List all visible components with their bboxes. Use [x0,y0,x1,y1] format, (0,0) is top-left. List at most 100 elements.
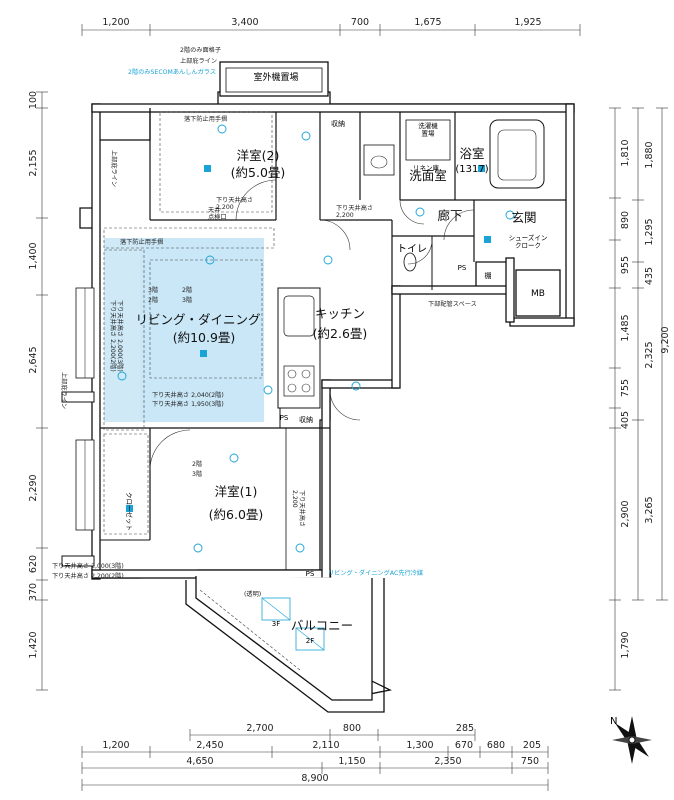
bottom-dimension-lines: 2,700 800 285 1,200 2,450 2,110 1,300 67… [81,723,549,791]
annotation-notes: 2階のみ面格子 上部庇ライン 2階のみSECOMあんしんガラス 落下防止用手摺 … [52,46,477,645]
dim-left-1: 100 [28,91,39,109]
dim-right-a-7: 2,900 [620,500,631,527]
western-room-2-name: 洋室(2) [237,148,280,163]
note-ceiling-2040: 下り天井高さ 2,040(2階) [152,391,224,399]
bathroom-size: (1317) [455,164,488,175]
cabinet-label: 棚 [485,271,492,280]
laundry-pan [405,119,451,161]
note-ceiling-2000: 下り天井高さ 2,000(3階)下り天井高さ 2,200(2階) [109,300,124,372]
note-upper-line-left-2: 上部庇ライン [60,372,68,409]
dim-right-a-1: 1,810 [620,139,631,166]
entrance-name: 玄関 [511,210,536,225]
dim-bottom2-7: 205 [523,740,541,751]
living-dining-name: リビング・ダイニング [135,312,260,327]
left-dimension-line: 100 2,155 1,400 2,645 2,290 620 370 1,42… [28,91,48,691]
note-ceiling-room1: 下り天井高さ2,200 [291,490,306,527]
dim-right-b-3: 435 [644,267,655,285]
dim-right-a-2: 890 [620,211,631,229]
bathtub [489,119,545,189]
compass-north-label: N [610,716,617,727]
room-labels: 洋室(2) (約5.0畳) リビング・ダイニング (約10.9畳) キッチン (… [125,71,547,633]
dim-right-b-5: 3,265 [644,496,655,523]
storage-label-bottom: 収納 [299,415,313,424]
dim-right-a-5: 755 [620,379,631,397]
dim-left-7: 370 [28,583,39,601]
note-3f: 3F [272,620,280,628]
dim-left-2: 2,155 [28,149,39,176]
linen-label: リネン庫 [413,163,440,172]
dim-right-a-3: 955 [620,256,631,274]
ps-label-3: PS [306,570,315,578]
dim-top-3: 700 [351,17,369,28]
dim-bottom2-1: 1,200 [102,740,129,751]
balcony-name: バルコニー [291,618,353,633]
dim-bottom3-2: 1,150 [338,756,365,767]
dim-bottom-total: 8,900 [301,773,328,784]
note-floor3-a: 3階 [182,296,192,304]
dim-left-6: 620 [28,555,39,573]
washbasin [363,144,395,176]
top-dimension-line: 1,200 3,400 700 1,675 1,925 [81,17,581,36]
note-ceiling-hatch: 天井点検口 [208,206,227,221]
mb-label: MB [531,289,545,299]
dim-bottom2-4: 1,300 [406,740,433,751]
dim-right-a-6: 405 [620,411,631,429]
door-swings [149,179,475,471]
dim-right-a-8: 1,790 [620,631,631,658]
western-room-2-area: (約5.0畳) [231,165,286,180]
note-piping-space: 下部配管スペース [428,300,477,308]
corridor-name: 廊下 [437,208,462,223]
note-2f: 2F [306,637,314,645]
note-floor3-c: 3階 [192,470,202,478]
shoes-cloak-label: シューズインクローク [509,233,548,249]
closet-label: クローゼット [125,492,134,531]
dim-left-3: 1,400 [28,242,39,269]
dim-right-total: 9,200 [660,326,671,353]
laundry-label: 洗濯機置場 [418,121,438,137]
dim-right-b-2: 1,295 [644,218,655,245]
note-floor2-c: 2階 [192,460,202,468]
note-transparent: (透明) [244,590,261,598]
washroom-name: 洗面室 [409,168,447,183]
dim-right-a-4: 1,485 [620,314,631,341]
dim-bottom1-1: 2,700 [246,723,273,734]
storage-label-top: 収納 [331,119,345,128]
bathroom-name: 浴室 [459,146,484,161]
dim-top-2: 3,400 [231,17,258,28]
note-ac-sleeve: リビング・ダイニングAC先行冷媒 [328,569,424,577]
dim-left-5: 2,290 [28,474,39,501]
note-upper-line: 上部庇ライン [180,57,217,65]
note-floor3-b: 3階 [148,286,158,294]
dim-top-5: 1,925 [514,17,541,28]
balcony [185,576,385,713]
dim-bottom2-6: 680 [487,740,505,751]
dim-bottom2-3: 2,110 [312,740,339,751]
right-dimension-lines: 1,810 890 955 1,485 755 405 2,900 1,790 … [609,107,671,691]
dim-bottom3-3: 2,350 [434,756,461,767]
note-secom-glass: 2階のみSECOMあんしんガラス [128,68,216,76]
compass-rose: N [610,716,652,764]
dim-bottom2-5: 670 [455,740,473,751]
note-ceiling-bottom-a: 下り天井高さ 2,000(3階) [52,562,124,570]
dim-top-1: 1,200 [102,17,129,28]
note-fall-rail-top: 落下防止用手摺 [184,115,227,123]
western-room-1-name: 洋室(1) [215,484,258,499]
note-ceiling-bottom-b: 下り天井高さ 2,200(2階) [52,572,124,580]
kitchen-area: (約2.6畳) [313,326,368,341]
toilet-name: トイレ [397,244,427,255]
note-window-grille: 2階のみ面格子 [180,46,221,54]
living-dining-area: (約10.9畳) [173,330,236,345]
dim-bottom3-1: 4,650 [186,756,213,767]
ps-label-2: PS [280,414,289,422]
dim-left-4: 2,645 [28,346,39,373]
note-floor2-a: 2階 [182,286,192,294]
kitchen-counter [277,287,321,409]
note-floor2-b: 2階 [148,296,158,304]
dim-left-8: 1,420 [28,631,39,658]
dim-bottom2-2: 2,450 [196,740,223,751]
toilet-fixture [403,252,417,272]
outdoor-unit-label: 室外機置場 [253,71,298,83]
western-room-1-area: (約6.0畳) [209,507,264,522]
